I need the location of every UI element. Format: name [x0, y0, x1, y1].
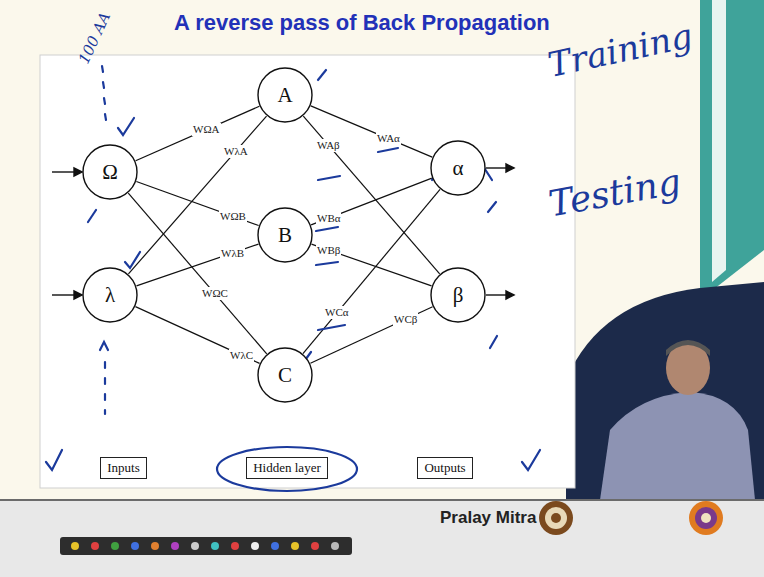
weight-connection [311, 106, 432, 157]
neuron-circle [83, 145, 137, 199]
weight-label: WλA [223, 145, 249, 158]
weight-label: WAα [376, 132, 401, 145]
presenter-name: Pralay Mitra [440, 508, 536, 528]
ink-dash [316, 262, 338, 265]
weight-label: WΩB [219, 210, 247, 223]
weight-connection [310, 307, 432, 363]
neuron-circle [258, 348, 312, 402]
weight-connection [128, 116, 266, 274]
weight-connection [303, 116, 439, 274]
ink-tick [125, 252, 140, 268]
slide-ground [0, 0, 764, 500]
ink-dash [318, 325, 345, 330]
presenter-video [566, 282, 764, 500]
weight-label: WBα [316, 212, 341, 225]
output-neuron: β [430, 267, 486, 323]
weight-label: WΩA [192, 123, 221, 136]
presenter-head [666, 341, 710, 395]
ink-circle [217, 447, 357, 491]
neuron-circle [431, 268, 485, 322]
presenter-body [600, 392, 755, 500]
accent-stripe [700, 0, 764, 300]
weight-connection [311, 178, 432, 225]
weight-label: WBβ [316, 244, 341, 257]
diagram-panel [40, 55, 575, 488]
node-label: B [278, 223, 292, 248]
ink-dots [100, 342, 108, 414]
neuron-circle [431, 141, 485, 195]
node-label: Hidden layer [253, 460, 321, 476]
hidden-neuron: A [257, 67, 313, 123]
node-label: Outputs [424, 460, 465, 476]
weight-connection [136, 244, 258, 286]
ink-dash [318, 176, 340, 180]
course-logo [689, 501, 723, 535]
presenter-hair [666, 340, 710, 356]
accent-sliver [712, 0, 726, 282]
bar-rule [0, 499, 764, 501]
weight-label: WΩC [201, 287, 229, 300]
output-neuron: α [430, 140, 486, 196]
ink-slash [488, 202, 496, 212]
ink-dots [102, 66, 106, 120]
weight-connection [128, 193, 266, 354]
weight-connection [136, 181, 258, 225]
ink-dash [316, 227, 338, 231]
node-label: β [453, 283, 464, 308]
node-label: C [278, 363, 292, 388]
input-neuron: Ω [82, 144, 138, 200]
node-label: Ω [102, 160, 118, 185]
layer-label-box: Hidden layer [246, 457, 328, 479]
ink-slash [88, 210, 96, 222]
layer-label-box: Outputs [417, 457, 473, 479]
ink-tick [46, 450, 62, 470]
weight-connection [311, 244, 431, 286]
ink-slash [490, 336, 497, 348]
hidden-neuron: C [257, 347, 313, 403]
weight-connection [136, 106, 260, 160]
toolbar-icons [71, 542, 339, 550]
ink-tick [522, 450, 540, 470]
weight-label: WλC [229, 349, 254, 362]
weight-label: WCα [324, 306, 349, 319]
layer-label-box: Inputs [100, 457, 147, 479]
node-label: Inputs [107, 460, 140, 476]
weight-label: WλB [220, 247, 245, 260]
weight-connection [303, 189, 440, 353]
hidden-neuron: B [257, 207, 313, 263]
node-label: α [452, 156, 463, 181]
ink-marks [46, 66, 540, 491]
slide-title: A reverse pass of Back Propagation [174, 10, 550, 36]
neuron-circle [258, 68, 312, 122]
pen-toolbar [60, 537, 352, 555]
ink-slash [318, 70, 326, 80]
neuron-circle [83, 268, 137, 322]
neuron-circle [258, 208, 312, 262]
weight-connection [135, 307, 259, 364]
weight-label: WCβ [393, 313, 418, 326]
weight-label: WAβ [316, 139, 341, 152]
input-neuron: λ [82, 267, 138, 323]
institute-logo [539, 501, 573, 535]
bottom-bar [0, 500, 764, 577]
node-label: A [277, 83, 292, 108]
node-label: λ [105, 283, 115, 308]
ink-dash [378, 148, 398, 152]
ink-tick [118, 118, 134, 135]
